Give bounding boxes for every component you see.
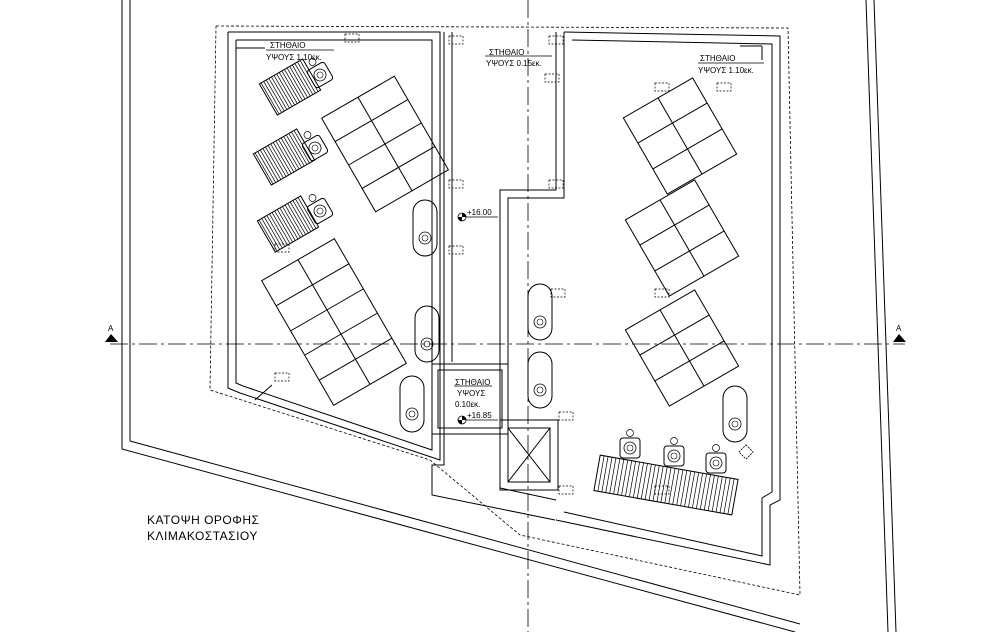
svg-text:Α: Α xyxy=(108,324,114,333)
plot-boundary xyxy=(121,0,897,632)
water-tank-3 xyxy=(399,375,425,433)
water-tank-2 xyxy=(414,305,440,363)
water-tank-4 xyxy=(527,283,553,341)
parapet-stair-label-line2: ΥΨΟΥΣ xyxy=(457,389,485,398)
section-marker-right: Α xyxy=(893,324,906,342)
parapet-stair-label-line1: ΣΤΗΘΑΙΟ xyxy=(455,378,490,387)
solar-panel-array-2 xyxy=(260,237,408,407)
parapet-right-label-line2: ΥΨΟΥΣ 1.10εκ. xyxy=(698,66,754,75)
parapet-mid-label-line2: ΥΨΟΥΣ 0.15εκ. xyxy=(486,59,542,68)
label-leaders xyxy=(266,49,764,387)
dashed-boxes xyxy=(274,33,732,495)
solar-collector-1 xyxy=(258,58,322,116)
solar-collector-4 xyxy=(593,454,739,516)
water-tank-6 xyxy=(722,385,748,443)
solar-panel-array-1 xyxy=(320,75,450,213)
water-tank-5 xyxy=(527,351,553,409)
water-tank-1 xyxy=(412,199,438,257)
stair-parapet-box xyxy=(431,363,509,435)
left-roof-walls xyxy=(227,31,441,461)
parapet-left-label-line1: ΣΤΗΘΑΙΟ xyxy=(270,41,305,50)
right-roof-walls xyxy=(555,31,781,566)
solar-panel-array-4 xyxy=(624,179,740,297)
section-marker-left: Α xyxy=(105,324,118,342)
elevation-marker-2: +16.85 xyxy=(457,411,498,425)
roof-dashed-outline xyxy=(209,25,801,596)
solar-collector-3 xyxy=(256,195,320,253)
svg-text:+16.85: +16.85 xyxy=(467,411,492,420)
plan-title-line1: ΚΑΤΟΨΗ ΟΡΟΦΗΣ xyxy=(147,513,259,527)
svg-text:+16.00: +16.00 xyxy=(467,208,492,217)
parapet-left-label-line2: ΥΨΟΥΣ 1.10εκ. xyxy=(266,53,322,62)
center-walls xyxy=(431,32,565,521)
solar-heater-unit-4 xyxy=(619,429,641,459)
solar-collector-2 xyxy=(252,128,316,186)
svg-text:Α: Α xyxy=(896,324,902,333)
solar-panel-array-5 xyxy=(624,289,740,407)
elevation-marker-1: +16.00 xyxy=(457,208,498,222)
solar-heater-unit-5 xyxy=(663,437,685,467)
parapet-right-label-line1: ΣΤΗΘΑΙΟ xyxy=(700,54,735,63)
solar-panel-array-3 xyxy=(622,77,738,195)
parapet-stair-label-line3: 0.10εκ. xyxy=(455,400,480,409)
solar-heater-unit-6 xyxy=(705,444,727,474)
solar-heater-unit-small xyxy=(738,444,754,460)
parapet-mid-label-line1: ΣΤΗΘΑΙΟ xyxy=(489,48,524,57)
plan-title-line2: ΚΛΙΜΑΚΟΣΤΑΣΙΟΥ xyxy=(147,529,258,543)
